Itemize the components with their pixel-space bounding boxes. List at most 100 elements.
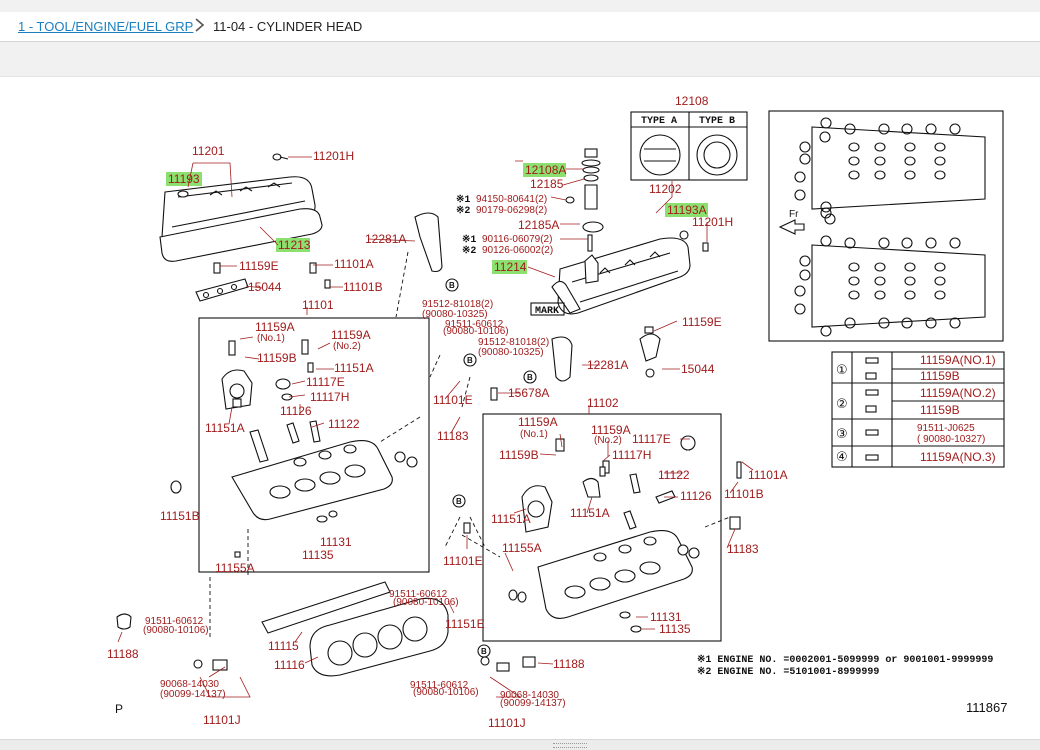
part-label[interactable]: 11183 bbox=[727, 542, 759, 556]
part-label[interactable]: 11135 bbox=[659, 622, 691, 636]
part-label[interactable]: 11159A bbox=[518, 415, 558, 429]
part-label[interactable]: 11214 bbox=[494, 260, 527, 274]
part-label[interactable]: 11101E bbox=[443, 554, 483, 568]
part-label[interactable]: 11117H bbox=[310, 390, 349, 404]
part-label[interactable]: (90080-10325) bbox=[478, 347, 544, 358]
part-label[interactable]: (No.1) bbox=[257, 333, 285, 344]
part-label[interactable]: 15044 bbox=[681, 362, 715, 376]
part-label[interactable]: 11155A bbox=[502, 541, 542, 555]
part-label[interactable]: MARK bbox=[535, 306, 559, 317]
part-label[interactable]: 11122 bbox=[658, 468, 690, 482]
part-label[interactable]: 91512-81018(2) bbox=[422, 299, 493, 310]
part-label[interactable]: 11101 bbox=[302, 298, 334, 312]
part-label[interactable]: 11159E bbox=[239, 259, 279, 273]
part-label[interactable]: 11159E bbox=[682, 315, 722, 329]
part-label[interactable]: 11101B bbox=[724, 487, 764, 501]
part-label[interactable]: 12108A bbox=[525, 163, 566, 177]
part-label[interactable]: 11193A bbox=[667, 203, 707, 217]
part-label[interactable]: 11122 bbox=[328, 417, 360, 431]
part-label[interactable]: (No.1) bbox=[520, 429, 548, 440]
part-label[interactable]: 11159A bbox=[591, 423, 631, 437]
breadcrumb-parent-link[interactable]: 1 - TOOL/ENGINE/FUEL GRP bbox=[18, 19, 194, 34]
part-label[interactable]: 11202 bbox=[649, 182, 682, 196]
part-label[interactable]: 11213 bbox=[278, 238, 311, 252]
part-label[interactable]: 11155A bbox=[215, 561, 255, 575]
part-label[interactable]: 11151A bbox=[570, 506, 610, 520]
part-label[interactable]: 11159B bbox=[499, 448, 539, 462]
part-label[interactable]: 91511-60612 bbox=[145, 616, 204, 627]
part-label[interactable]: 94150-80641(2) bbox=[476, 194, 547, 205]
part-label[interactable]: 11188 bbox=[553, 657, 585, 671]
resize-handle[interactable] bbox=[553, 743, 587, 748]
part-label[interactable]: 12281A bbox=[365, 232, 406, 246]
table-num-1: ① bbox=[836, 363, 848, 378]
part-label[interactable]: 11101J bbox=[488, 716, 526, 730]
parts-diagram: BB BB B bbox=[107, 94, 1007, 730]
bottom-rh-parts bbox=[480, 656, 536, 672]
part-label[interactable]: 11101A bbox=[334, 257, 374, 271]
part-label[interactable]: 11159B bbox=[257, 351, 297, 365]
part-label[interactable]: 11131 bbox=[320, 535, 352, 549]
part-label[interactable]: 11101E bbox=[433, 393, 473, 407]
part-label[interactable]: (No.2) bbox=[594, 435, 622, 446]
part-label[interactable]: 11151E bbox=[445, 617, 485, 631]
engine-note-1: ※1 ENGINE NO. =0002001-5099999 or 900100… bbox=[697, 654, 993, 666]
part-label[interactable]: 91511-60612 bbox=[389, 589, 448, 600]
part-label[interactable]: 90116-06079(2) bbox=[482, 234, 552, 245]
part-label[interactable]: 11201H bbox=[313, 149, 354, 163]
part-label[interactable]: 91512-81018(2) bbox=[478, 337, 549, 348]
part-label[interactable]: 11135 bbox=[302, 548, 334, 562]
illustration-number: 111867 bbox=[966, 700, 1007, 715]
part-label[interactable]: 11126 bbox=[280, 404, 312, 418]
part-label[interactable]: 11159A bbox=[331, 328, 371, 342]
part-label[interactable]: 11151B bbox=[160, 509, 200, 523]
part-label[interactable]: 15044 bbox=[248, 280, 282, 294]
head-cover-lh-drawing bbox=[159, 153, 331, 302]
part-label[interactable]: 11193 bbox=[168, 172, 200, 186]
part-label[interactable]: (No.2) bbox=[333, 341, 361, 352]
part-label[interactable]: 11117H bbox=[612, 448, 651, 462]
part-label[interactable]: 11188 bbox=[107, 647, 139, 661]
part-label[interactable]: 11115 bbox=[268, 639, 299, 653]
part-label[interactable]: (90099-14137) bbox=[160, 689, 226, 700]
part-label[interactable]: 11117E bbox=[632, 432, 671, 446]
part-label[interactable]: (90080-10106) bbox=[413, 687, 479, 698]
part-label[interactable]: 90068-14030 bbox=[500, 690, 559, 701]
part-label[interactable]: 11151A bbox=[334, 361, 374, 375]
part-label[interactable]: 11201H bbox=[692, 215, 733, 229]
cap-type-box bbox=[630, 111, 748, 181]
part-label[interactable]: 11116 bbox=[274, 658, 305, 672]
part-label[interactable]: 15678A bbox=[508, 386, 549, 400]
part-label[interactable]: 90179-06298(2) bbox=[476, 205, 547, 216]
bottom-bar bbox=[0, 739, 1040, 750]
part-label[interactable]: 11183 bbox=[437, 429, 469, 443]
part-label[interactable]: 11102 bbox=[587, 396, 619, 410]
part-label[interactable]: 11159A bbox=[255, 320, 295, 334]
part-label[interactable]: 91511-60612 bbox=[445, 319, 504, 330]
part-label[interactable]: 11151A bbox=[205, 421, 245, 435]
part-label[interactable]: 90126-06002(2) bbox=[482, 245, 553, 256]
part-label[interactable]: 12185 bbox=[530, 177, 564, 191]
part-label[interactable]: 11131 bbox=[650, 610, 682, 624]
part-label[interactable]: (90080-10106) bbox=[443, 326, 509, 337]
part-label[interactable]: 12108 bbox=[675, 94, 709, 108]
part-label[interactable]: (90080-10106) bbox=[143, 625, 209, 636]
chevron-right-icon bbox=[195, 18, 205, 32]
part-label[interactable]: (90080-10106) bbox=[393, 597, 459, 608]
part-label[interactable]: 11151A bbox=[491, 512, 531, 526]
part-label[interactable]: (90099-14137) bbox=[500, 698, 566, 709]
part-label[interactable]: 11101A bbox=[748, 468, 788, 482]
part-label[interactable]: 11126 bbox=[680, 489, 712, 503]
part-label[interactable]: 12281A bbox=[587, 358, 628, 372]
part-label[interactable]: 90068-14030 bbox=[160, 679, 219, 690]
part-label[interactable]: 11201 bbox=[192, 144, 225, 158]
part-label[interactable]: (90080-10325) bbox=[422, 309, 488, 320]
part-label[interactable]: 11117E bbox=[306, 375, 345, 389]
part-label[interactable]: 91511-60612 bbox=[410, 680, 469, 691]
torque-table-text: ① 11159A(NO.1) 11159B ② 11159A(NO.2) 111… bbox=[836, 353, 996, 465]
part-label[interactable]: 11101B bbox=[343, 280, 383, 294]
engine-range-mark: ※2 bbox=[462, 245, 476, 257]
part-label[interactable]: 12185A bbox=[518, 218, 559, 232]
breadcrumb: 1 - TOOL/ENGINE/FUEL GRP 11-04 - CYLINDE… bbox=[0, 12, 1040, 42]
part-label[interactable]: 11101J bbox=[203, 713, 241, 727]
